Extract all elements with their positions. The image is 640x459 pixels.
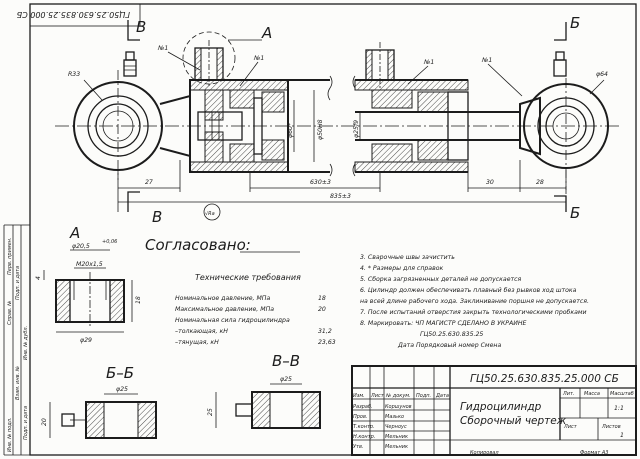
view-a-marker: А bbox=[261, 24, 272, 42]
role-1: Пров. bbox=[353, 414, 368, 420]
dim-a-m20: M20x1,5 bbox=[76, 261, 103, 268]
section-vv: В–В φ25 25 bbox=[207, 352, 321, 429]
spec-value-4: 23,63 bbox=[318, 339, 336, 346]
spec-value-3: 31,2 bbox=[318, 328, 332, 335]
side-strip-7: Инв. № подл. bbox=[7, 418, 13, 453]
name-0: Коршунов bbox=[385, 404, 412, 410]
dim-27: 27 bbox=[145, 179, 153, 186]
note-5: 7. После испытаний отверстия закрыть тех… bbox=[360, 308, 587, 316]
name-1: Мазько bbox=[385, 414, 404, 420]
dim-28: 28 bbox=[536, 179, 544, 186]
side-strip-6: Подп. и дата bbox=[23, 406, 29, 440]
sheets-value: 1 bbox=[620, 432, 624, 439]
row-doc: № докум. bbox=[385, 393, 411, 399]
note-2: 5. Сборка загрязненных деталей не допуск… bbox=[360, 275, 522, 283]
view-a-detail: А φ20,5 +0,06 M20x1,5 φ29 18 4 bbox=[35, 224, 142, 344]
dim-a-d205: φ20,5 bbox=[72, 243, 90, 250]
section-v-bottom: В bbox=[152, 208, 162, 226]
row-list: Лист bbox=[370, 393, 385, 399]
row-izm: Изм. bbox=[353, 393, 365, 399]
note-7: ГЦ50.25.630.835.25 bbox=[420, 331, 483, 338]
dim-d50h8: φ50H8 bbox=[317, 119, 324, 140]
side-strip-3: Подп. и дата bbox=[15, 266, 21, 300]
spec-value-1: 20 bbox=[318, 306, 326, 313]
side-strip-1: Перв. примен. bbox=[7, 237, 13, 275]
view-a-title: А bbox=[69, 224, 80, 242]
col-scale: Масштаб bbox=[610, 391, 634, 397]
section-bb-title: Б–Б bbox=[106, 364, 134, 382]
row-date: Дата bbox=[435, 393, 449, 399]
dim-835: 835±3 bbox=[330, 193, 351, 200]
main-view: А В В Б Б №1 №1 №1 №1 R33 φ64 φ60* φ50H8… bbox=[55, 14, 620, 226]
spec-label-1: Максимальное давление, МПа bbox=[175, 306, 274, 313]
dim-vv-d25: φ25 bbox=[280, 376, 292, 383]
role-0: Разраб. bbox=[353, 404, 373, 410]
note-8: Дата Порядковый номер Смена bbox=[397, 342, 501, 349]
dim-r33: R33 bbox=[68, 71, 80, 78]
spec-label-3: –толкающая, кН bbox=[175, 328, 228, 335]
dim-30: 30 bbox=[486, 179, 494, 186]
spec-label-2: Номинальная сила гидроцилиндра bbox=[175, 317, 290, 324]
roughness-sign: √Ra bbox=[205, 211, 215, 217]
name-5: Мельник bbox=[385, 444, 408, 450]
title-name-1: Гидроцилиндр bbox=[460, 401, 542, 413]
title-block: ГЦ50.25.630.835.25.000 СБ Гидроцилиндр С… bbox=[351, 365, 637, 456]
note-marker-4: №1 bbox=[481, 57, 492, 64]
dim-a-4: 4 bbox=[35, 276, 42, 280]
col-lit: Лит. bbox=[562, 391, 575, 397]
specs-table: Номинальное давление, МПа 18 Максимально… bbox=[175, 295, 336, 346]
row-sign: Подп. bbox=[416, 393, 431, 399]
section-bb: Б–Б φ25 20 bbox=[41, 364, 157, 439]
dim-bb-d25: φ25 bbox=[116, 386, 128, 393]
dim-630: 630±3 bbox=[310, 179, 331, 186]
note-marker-1: №1 bbox=[157, 45, 168, 52]
top-stamp-code: ГЦ50.25.630.835.25.000 СБ bbox=[16, 10, 130, 19]
side-strip-2: Справ. № bbox=[7, 301, 13, 325]
col-mass: Масса bbox=[584, 391, 600, 397]
dim-a-tol: +0,06 bbox=[102, 239, 117, 245]
dim-vv-25: 25 bbox=[207, 408, 214, 416]
dim-d25f9: φ25f9 bbox=[353, 120, 360, 138]
sheets-label: Листов bbox=[601, 424, 621, 430]
role-3: Н.контр. bbox=[353, 434, 375, 440]
note-marker-2: №1 bbox=[253, 55, 264, 62]
sheet-label: Лист bbox=[563, 424, 578, 430]
name-4: Мельник bbox=[385, 434, 408, 440]
tech-req-title: Технические требования bbox=[195, 273, 301, 282]
spec-value-0: 18 bbox=[318, 295, 326, 302]
section-b-bottom: Б bbox=[570, 204, 580, 222]
dim-r64: φ64 bbox=[596, 71, 608, 78]
spec-label-4: –тянущая, кН bbox=[175, 339, 219, 346]
name-2: Черноус bbox=[385, 424, 407, 430]
role-2: Т.контр. bbox=[353, 424, 375, 430]
title-code: ГЦ50.25.630.835.25.000 СБ bbox=[470, 373, 619, 385]
dim-a-d29: φ29 bbox=[80, 337, 92, 344]
note-6: 8. Маркировать: ЧП МАГИСТР СДЕЛАНО В УКР… bbox=[360, 320, 527, 327]
role-4: Утв. bbox=[353, 444, 364, 450]
notes-list: 3. Сварочные швы зачистить 4. * Размеры … bbox=[360, 254, 589, 349]
note-3: 6. Цилиндр должен обеспечивать плавный б… bbox=[360, 286, 577, 294]
sheet-frame bbox=[29, 3, 637, 456]
side-strip: Перв. примен. Справ. № Подп. и дата Инв.… bbox=[7, 237, 29, 452]
side-strip-5: Взам. инв. № bbox=[15, 366, 21, 400]
dim-d60: φ60* bbox=[287, 123, 294, 138]
side-strip-4: Инв. № дубл. bbox=[23, 326, 29, 360]
note-marker-3: №1 bbox=[423, 59, 434, 66]
copied-label: Копировал bbox=[470, 450, 499, 456]
dim-a-18: 18 bbox=[135, 296, 142, 304]
format-label: Формат А3 bbox=[580, 450, 608, 456]
note-1: 4. * Размеры для справок bbox=[360, 265, 444, 272]
section-vv-title: В–В bbox=[272, 352, 300, 370]
section-b-top: Б bbox=[570, 14, 580, 32]
agreed-label: Согласовано: bbox=[145, 236, 251, 254]
title-name-2: Сборочный чертеж bbox=[460, 415, 567, 427]
spec-label-0: Номинальное давление, МПа bbox=[175, 295, 270, 302]
note-0: 3. Сварочные швы зачистить bbox=[360, 254, 455, 261]
dim-bb-20: 20 bbox=[41, 418, 48, 426]
section-v-top: В bbox=[136, 18, 146, 36]
note-4: на всей длине рабочего хода. Заклинивани… bbox=[360, 297, 589, 305]
scale-value: 1:1 bbox=[614, 405, 624, 412]
